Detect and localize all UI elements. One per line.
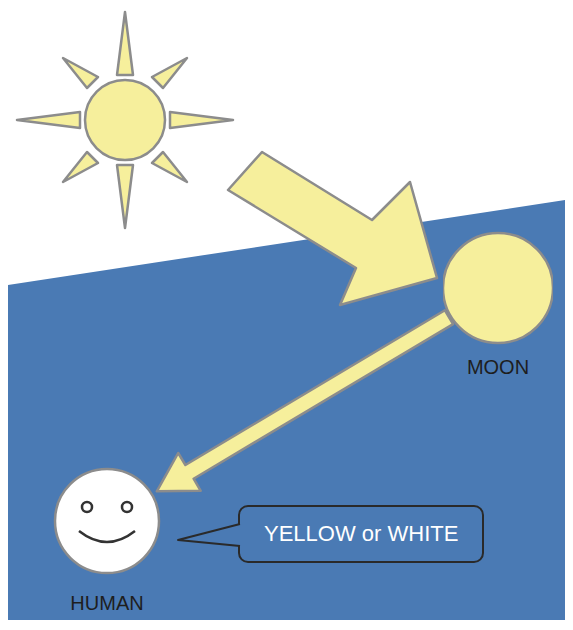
human-face: HUMAN bbox=[52, 466, 162, 615]
bubble-tail bbox=[174, 505, 244, 563]
outline-circle bbox=[443, 233, 553, 343]
moon-circle: MOON bbox=[443, 230, 553, 379]
night-sky bbox=[8, 200, 565, 620]
speech-bubble: YELLOW or WHITE bbox=[238, 505, 484, 563]
node-label: MOON bbox=[443, 356, 553, 379]
node-label: HUMAN bbox=[52, 592, 162, 615]
eye bbox=[122, 502, 132, 512]
light-arrow bbox=[157, 310, 453, 491]
sunlight-arrow bbox=[228, 152, 437, 305]
sun-symbol bbox=[17, 12, 233, 228]
bubble-text: YELLOW or WHITE bbox=[264, 521, 458, 547]
outline-circle bbox=[55, 469, 159, 573]
face-symbol bbox=[52, 466, 162, 576]
eye bbox=[82, 502, 92, 512]
smile bbox=[79, 531, 135, 542]
moon-symbol bbox=[443, 230, 553, 346]
